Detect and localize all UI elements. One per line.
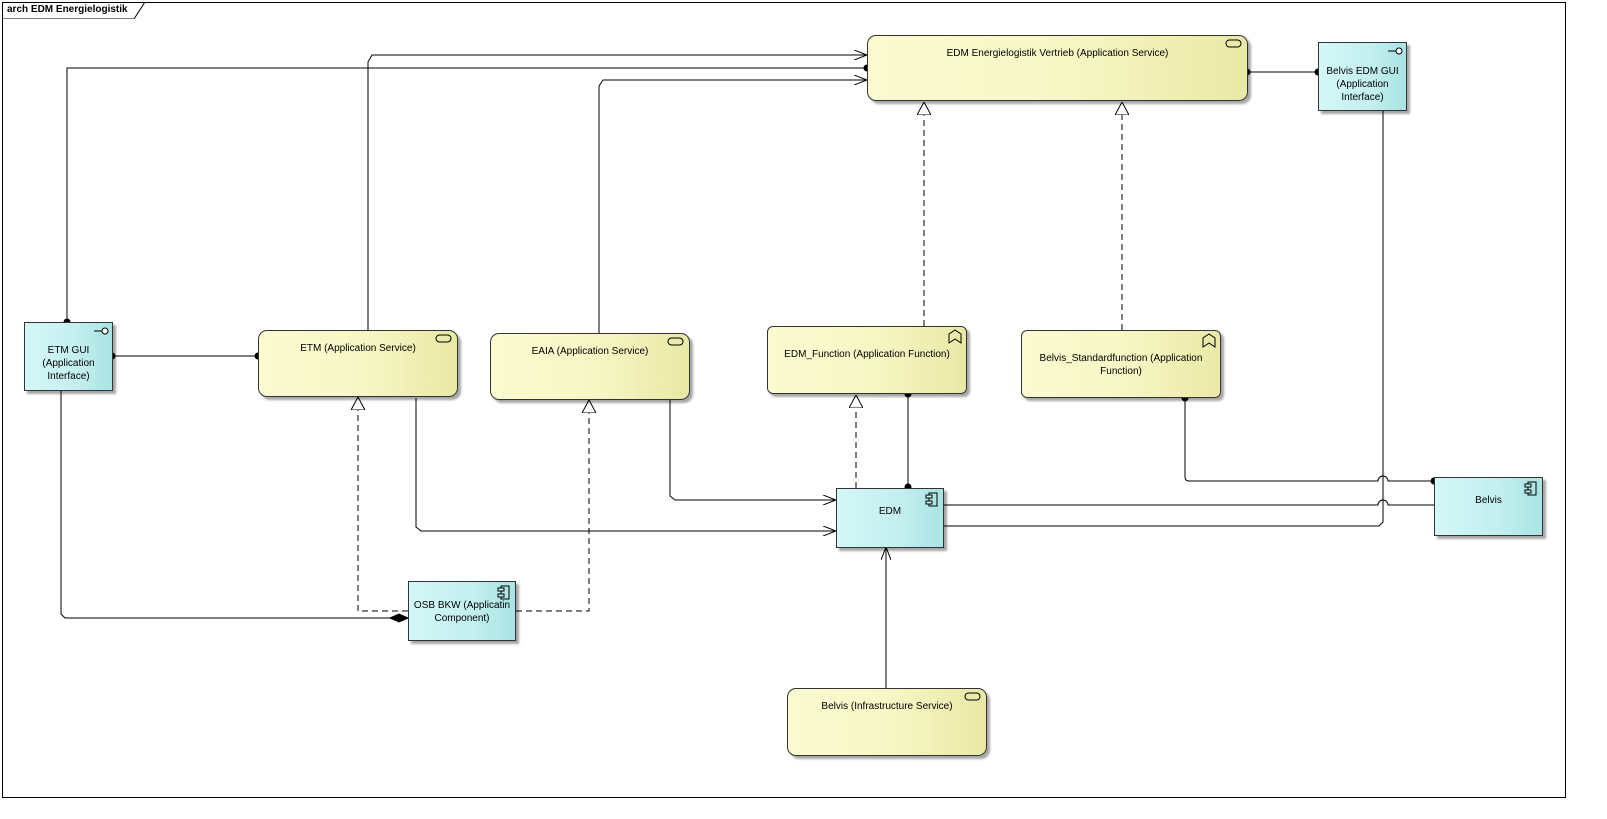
node-etm[interactable]: ETM (Application Service): [258, 330, 458, 397]
diagram-title: arch EDM Energielogistik: [7, 4, 128, 15]
conn-etm-vertrieb: [367, 55, 867, 330]
node-edm-vertrieb[interactable]: EDM Energielogistik Vertrieb (Applicatio…: [867, 35, 1248, 101]
node-belvis-infra[interactable]: Belvis (Infrastructure Service): [787, 688, 987, 756]
service-icon: [435, 334, 452, 343]
node-edm[interactable]: EDM: [836, 488, 944, 548]
service-icon: [1225, 39, 1242, 48]
conn-osb-etm: [358, 397, 408, 612]
node-etm-gui-label: ETM GUI (Application Interface): [42, 345, 95, 382]
conn-belvis-edm: [944, 499, 1434, 505]
component-icon: [497, 585, 510, 600]
service-icon: [964, 692, 981, 701]
conn-eaia-edm: [669, 400, 836, 500]
function-icon: [948, 329, 962, 344]
conn-etmgui-osb: [60, 390, 390, 618]
function-icon: [1202, 333, 1216, 348]
node-belvis-infra-label: Belvis (Infrastructure Service): [821, 701, 953, 712]
conn-eaia-vertrieb: [598, 80, 867, 333]
service-icon: [667, 337, 684, 346]
conn-etmgui-vertrieb: [63, 64, 871, 326]
node-belvis[interactable]: Belvis: [1434, 477, 1543, 536]
node-belvis-standardfunction[interactable]: Belvis_Standardfunction (Application Fun…: [1021, 330, 1221, 398]
node-osb-bkw-label: OSB BKW (Applicatin Component): [413, 600, 511, 624]
conn-belvisgui-edm: [944, 111, 1384, 526]
node-eaia[interactable]: EAIA (Application Service): [490, 333, 690, 400]
component-icon: [1524, 481, 1537, 496]
interface-icon: [94, 327, 109, 335]
interface-icon: [1388, 47, 1403, 55]
conn-etm-edm: [415, 398, 836, 531]
node-edm-label: EDM: [878, 506, 902, 517]
frame-tab: [2, 2, 146, 19]
conn-osb-eaia: [516, 400, 589, 612]
node-edm-function[interactable]: EDM_Function (Application Function): [767, 326, 967, 394]
node-etm-label: ETM (Application Service): [300, 343, 416, 354]
node-etm-gui[interactable]: ETM GUI (Application Interface): [24, 322, 113, 391]
node-osb-bkw[interactable]: OSB BKW (Applicatin Component): [408, 581, 516, 641]
diagram-frame: [2, 2, 1566, 798]
component-icon: [925, 492, 938, 507]
node-edm-vertrieb-label: EDM Energielogistik Vertrieb (Applicatio…: [946, 48, 1169, 59]
node-belvis-edm-gui-label: Belvis EDM GUI (Application Interface): [1326, 66, 1399, 103]
node-belvis-standardfunction-label: Belvis_Standardfunction (Application Fun…: [1039, 353, 1203, 377]
conn-belvisstd-belvis: [1181, 394, 1438, 485]
node-belvis-label: Belvis: [1475, 495, 1502, 506]
node-eaia-label: EAIA (Application Service): [531, 346, 649, 357]
node-edm-function-label: EDM_Function (Application Function): [784, 349, 950, 360]
node-belvis-edm-gui[interactable]: Belvis EDM GUI (Application Interface): [1318, 42, 1407, 111]
